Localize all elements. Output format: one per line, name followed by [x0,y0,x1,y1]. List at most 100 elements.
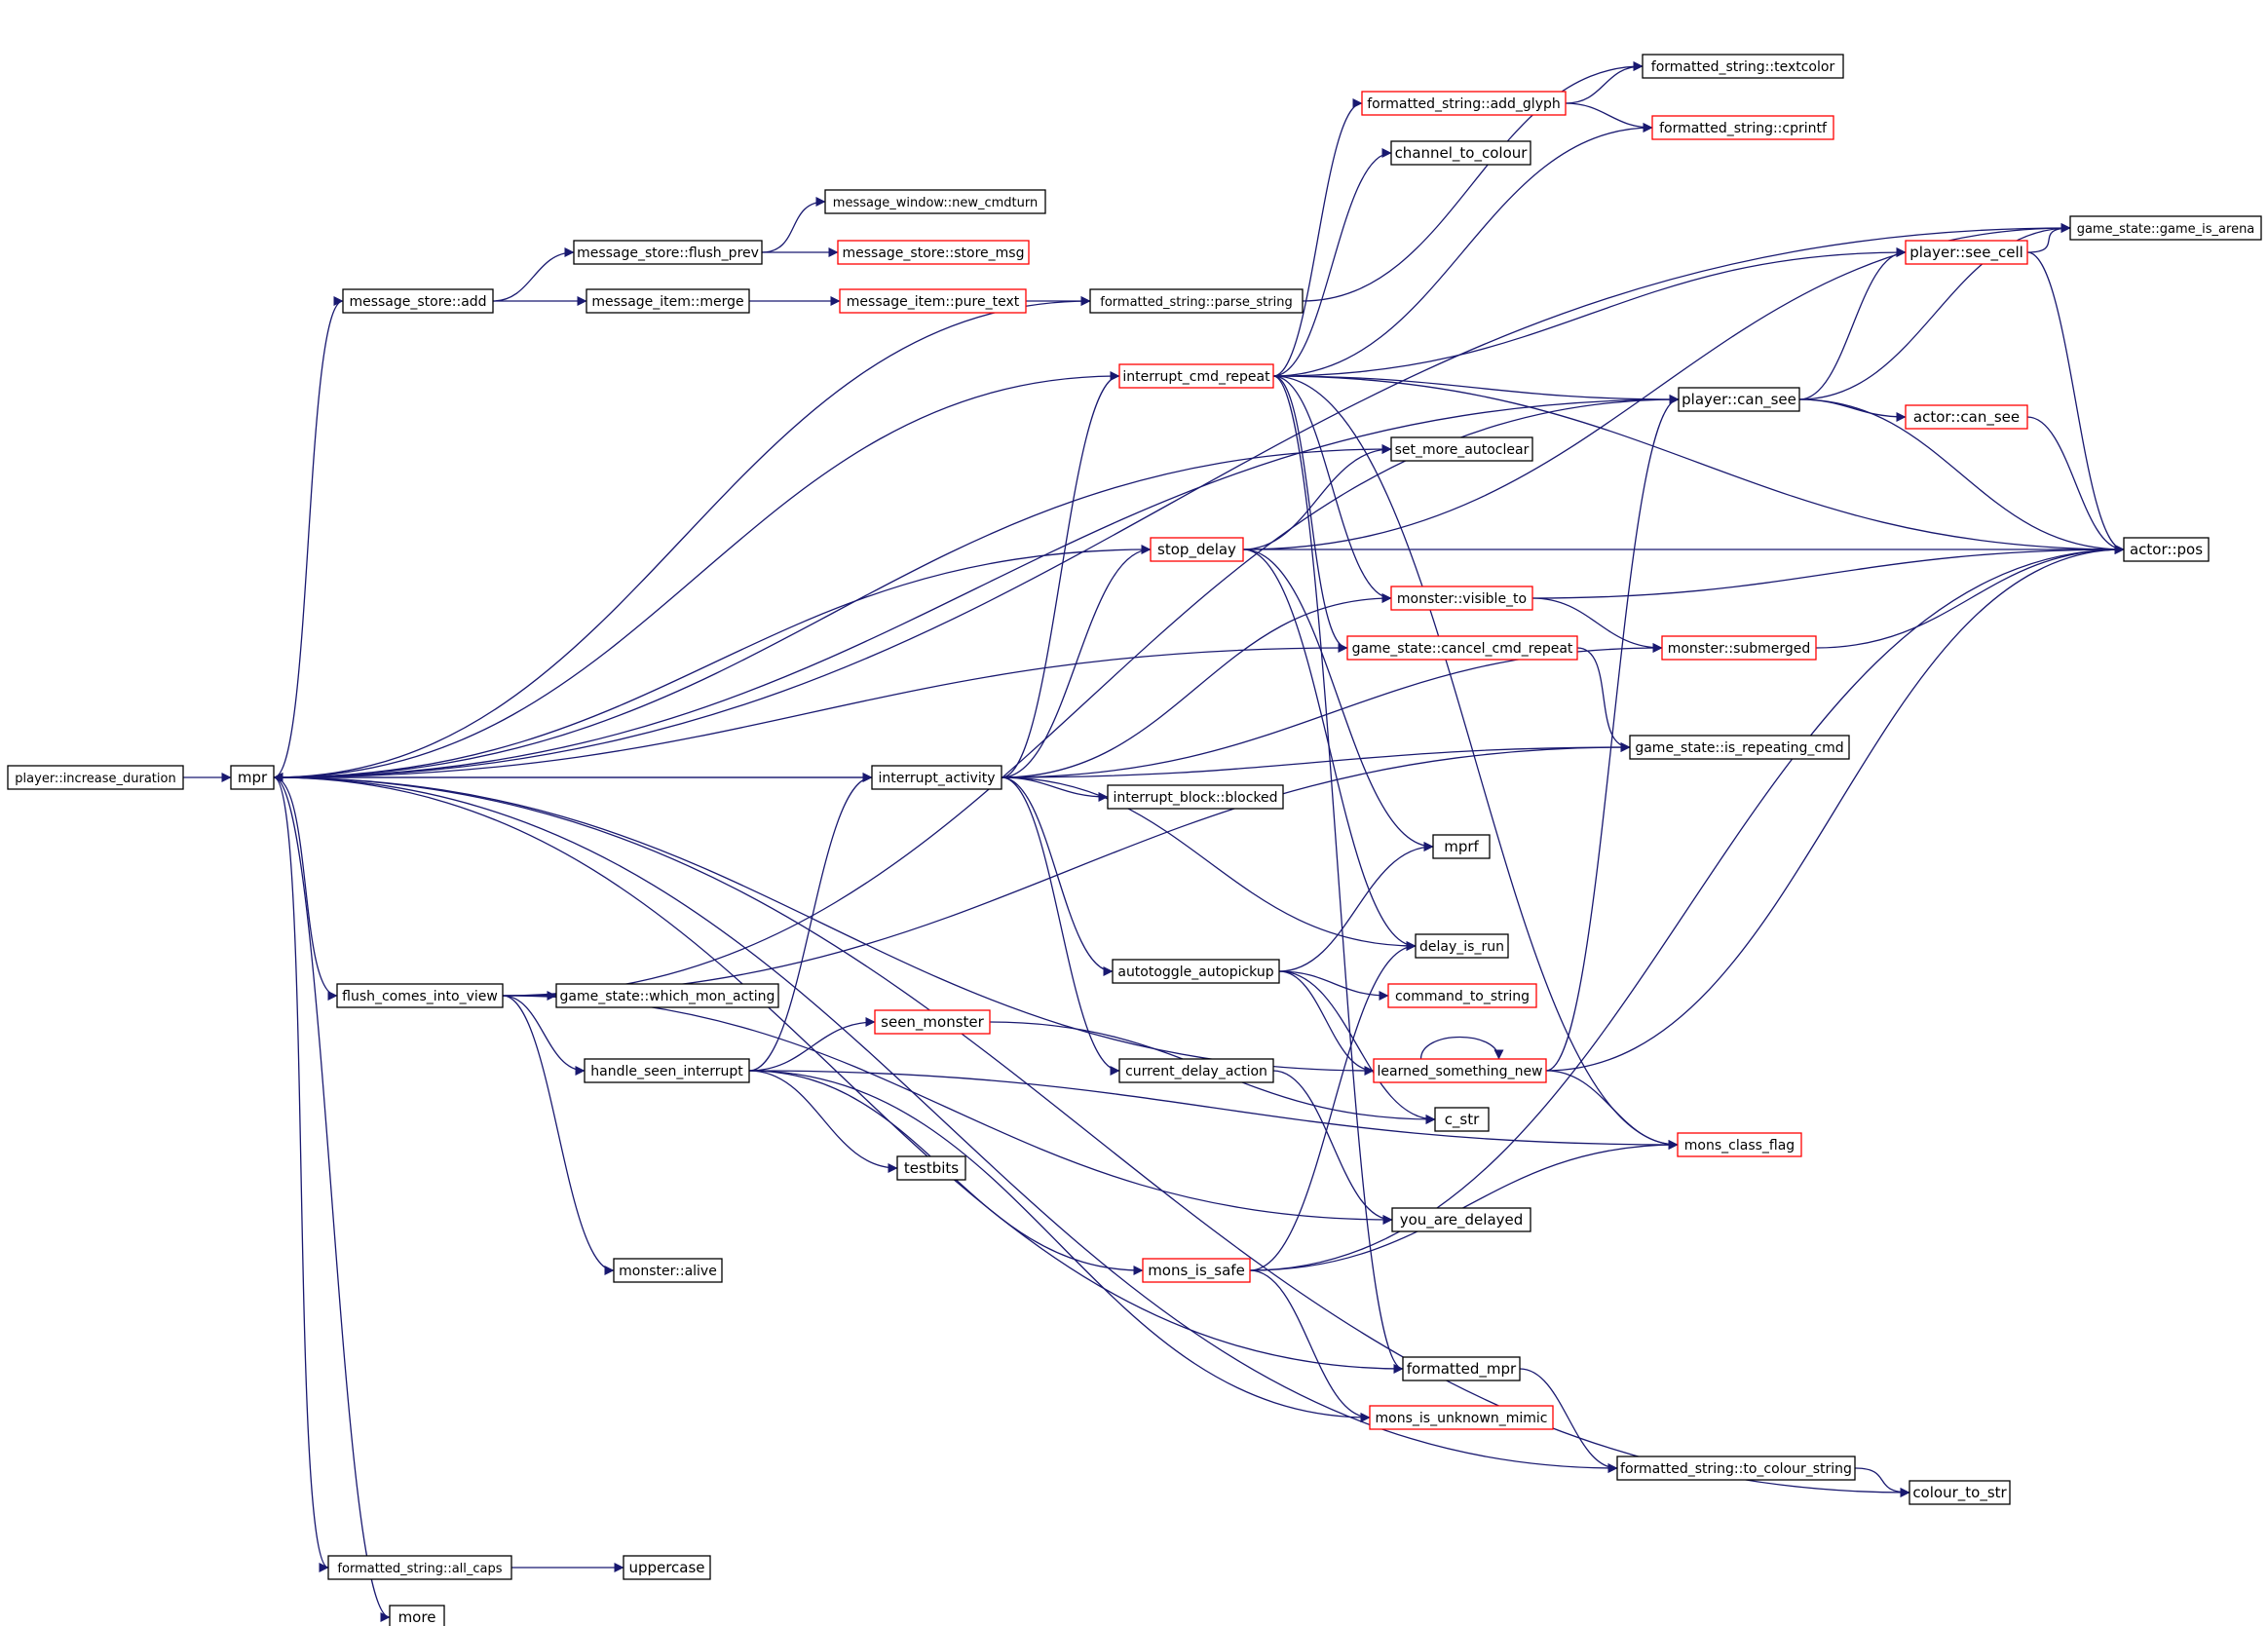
node-label-fs_cprintf: formatted_string::cprintf [1659,121,1828,136]
node-more[interactable]: more [389,1605,445,1626]
node-label-mi_pure_text: message_item::pure_text [847,294,1020,310]
node-mpr[interactable]: mpr [230,765,275,790]
node-gs_is_repeating_cmd[interactable]: game_state::is_repeating_cmd [1629,735,1850,760]
node-box-testbits [896,1155,966,1181]
node-channel_to_colour[interactable]: channel_to_colour [1390,140,1531,166]
edge-mpr-to-fs_parse_string [273,296,1091,778]
edge-interrupt_activity-to-delay_is_run [1001,776,1417,951]
node-fs_to_colour_string[interactable]: formatted_string::to_colour_string [1616,1456,1856,1481]
node-delay_is_run[interactable]: delay_is_run [1415,933,1509,959]
node-label-gs_cancel_cmd_repeat: game_state::cancel_cmd_repeat [1352,641,1573,657]
edge-player_can_see-to-actor_pos [1798,398,2125,554]
node-label-command_to_string: command_to_string [1395,989,1530,1004]
node-increase_duration[interactable]: player::increase_duration [7,765,184,790]
node-monster_visible_to[interactable]: monster::visible_to [1390,586,1533,611]
node-box-stop_delay [1150,537,1244,562]
node-player_see_cell[interactable]: player::see_cell [1905,240,2028,265]
node-interrupt_activity[interactable]: interrupt_activity [871,765,1002,790]
node-gs_cancel_cmd_repeat[interactable]: game_state::cancel_cmd_repeat [1346,635,1578,661]
edge-interrupt_cmd_repeat-to-player_see_cell [1272,247,1907,377]
node-actor_can_see[interactable]: actor::can_see [1905,404,2028,430]
node-box-interrupt_cmd_repeat [1118,363,1274,389]
edge-fs_add_glyph-to-fs_cprintf [1565,102,1653,132]
node-learned_something_new[interactable]: learned_something_new [1373,1058,1547,1083]
node-box-gs_which_mon_acting [555,983,779,1008]
node-colour_to_str[interactable]: colour_to_str [1909,1480,2011,1505]
node-gs_which_mon_acting[interactable]: game_state::which_mon_acting [555,983,779,1008]
node-label-mons_class_flag: mons_class_flag [1684,1138,1795,1153]
node-box-command_to_string [1387,983,1537,1008]
node-box-learned_something_new [1373,1058,1547,1083]
node-gs_game_is_arena[interactable]: game_state::game_is_arena [2069,215,2262,241]
node-flush_comes_into_view[interactable]: flush_comes_into_view [336,983,504,1008]
node-mons_is_unknown_mimic[interactable]: mons_is_unknown_mimic [1369,1405,1554,1430]
node-label-set_more_autoclear: set_more_autoclear [1395,442,1530,458]
node-seen_monster[interactable]: seen_monster [874,1009,991,1035]
node-mi_merge[interactable]: message_item::merge [586,288,750,314]
node-ms_store_msg[interactable]: message_store::store_msg [837,240,1030,265]
node-mi_pure_text[interactable]: message_item::pure_text [839,288,1027,314]
edge-interrupt_activity-to-monster_visible_to [1001,593,1392,778]
edge-player_can_see-to-actor_can_see [1798,398,1907,422]
node-mons_is_safe[interactable]: mons_is_safe [1142,1258,1251,1283]
node-label-mprf: mprf [1444,838,1479,855]
node-box-increase_duration [7,765,184,790]
node-label-ib_blocked: interrupt_block::blocked [1113,790,1277,806]
edge-flush_comes_into_view-to-gs_is_repeating_cmd [502,742,1631,997]
node-current_delay_action[interactable]: current_delay_action [1118,1058,1274,1083]
node-box-mw_new_cmdturn [824,189,1046,214]
node-fs_add_glyph[interactable]: formatted_string::add_glyph [1361,91,1567,116]
node-fs_all_caps[interactable]: formatted_string::all_caps [327,1555,512,1580]
node-mprf[interactable]: mprf [1432,834,1491,859]
edge-formatted_mpr-to-fs_to_colour_string [1519,1368,1618,1473]
edge-ms_flush_prev-to-mw_new_cmdturn [761,197,826,253]
node-monster_alive[interactable]: monster::alive [613,1258,723,1283]
node-uppercase[interactable]: uppercase [623,1555,711,1580]
node-label-fs_all_caps: formatted_string::all_caps [337,1562,502,1576]
edge-interrupt_activity-to-stop_delay [1001,545,1152,778]
node-label-actor_can_see: actor::can_see [1913,408,2020,427]
node-testbits[interactable]: testbits [896,1155,966,1181]
node-c_str[interactable]: c_str [1434,1107,1490,1132]
edge-handle_seen_interrupt-to-seen_monster [748,1017,876,1072]
node-box-gs_game_is_arena [2069,215,2262,241]
node-ms_add[interactable]: message_store::add [342,288,494,314]
node-box-mprf [1432,834,1491,859]
node-ms_flush_prev[interactable]: message_store::flush_prev [573,240,763,265]
edge-player_can_see-to-gs_game_is_arena [1798,223,2071,400]
edge-learned_something_new-to-player_can_see [1545,395,1680,1072]
node-you_are_delayed[interactable]: you_are_delayed [1391,1207,1531,1232]
node-formatted_mpr[interactable]: formatted_mpr [1402,1356,1521,1381]
edge-stop_delay-to-gs_game_is_arena [1242,223,2071,550]
node-stop_delay[interactable]: stop_delay [1150,537,1244,562]
edge-current_delay_action-to-you_are_delayed [1272,1070,1393,1225]
edge-mpr-to-ms_add [273,296,344,778]
node-player_can_see[interactable]: player::can_see [1678,387,1800,412]
node-handle_seen_interrupt[interactable]: handle_seen_interrupt [584,1058,750,1083]
node-autotoggle_autopickup[interactable]: autotoggle_autopickup [1112,959,1280,984]
node-fs_parse_string[interactable]: formatted_string::parse_string [1089,288,1304,314]
node-mw_new_cmdturn[interactable]: message_window::new_cmdturn [824,189,1046,214]
edge-mpr-to-more [273,776,391,1622]
node-interrupt_cmd_repeat[interactable]: interrupt_cmd_repeat [1118,363,1274,389]
edge-stop_delay-to-mpr [273,548,1152,782]
node-box-ib_blocked [1107,784,1284,810]
node-label-interrupt_activity: interrupt_activity [879,771,996,786]
node-monster_submerged[interactable]: monster::submerged [1661,635,1817,661]
node-ib_blocked[interactable]: interrupt_block::blocked [1107,784,1284,810]
node-label-fs_parse_string: formatted_string::parse_string [1100,295,1292,310]
edge-autotoggle_autopickup-to-c_str [1278,970,1436,1124]
node-box-mi_merge [586,288,750,314]
node-command_to_string[interactable]: command_to_string [1387,983,1537,1008]
node-box-gs_cancel_cmd_repeat [1346,635,1578,661]
node-mons_class_flag[interactable]: mons_class_flag [1677,1132,1802,1157]
node-box-mons_class_flag [1677,1132,1802,1157]
node-fs_textcolor[interactable]: formatted_string::textcolor [1642,54,1844,79]
node-label-more: more [398,1608,436,1626]
node-label-autotoggle_autopickup: autotoggle_autopickup [1117,964,1273,980]
node-actor_pos[interactable]: actor::pos [2123,537,2210,562]
node-box-handle_seen_interrupt [584,1058,750,1083]
node-fs_cprintf[interactable]: formatted_string::cprintf [1651,115,1834,140]
node-set_more_autoclear[interactable]: set_more_autoclear [1390,436,1533,462]
